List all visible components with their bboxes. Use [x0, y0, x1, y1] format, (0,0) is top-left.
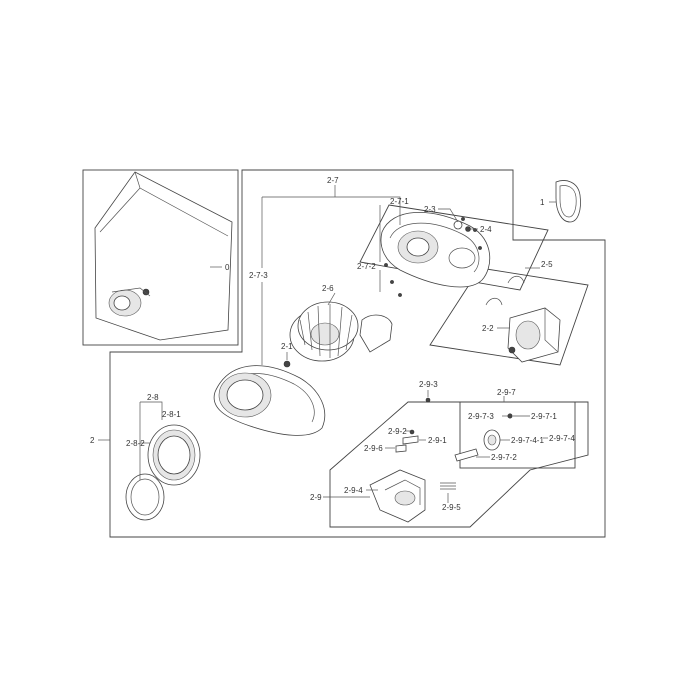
label-2-3: 2-3: [424, 205, 436, 214]
label-2-9-4: 2-9-4: [344, 486, 363, 495]
idler-pulley: [454, 413, 513, 462]
blower-housing: [213, 365, 326, 436]
label-2-1: 2-1: [281, 342, 293, 351]
label-2-4: 2-4: [480, 225, 492, 234]
label-2-9-3: 2-9-3: [419, 380, 438, 389]
main-assembly-frame: [109, 169, 606, 538]
label-2-9-2: 2-9-2: [388, 427, 407, 436]
label-2-9-1: 2-9-1: [428, 436, 447, 445]
label-2-8-2: 2-8-2: [126, 439, 145, 448]
label-2-9-5: 2-9-5: [442, 503, 461, 512]
label-2-9-7-2: 2-9-7-2: [491, 453, 517, 462]
duct-seal: [359, 314, 393, 353]
label-2-9: 2-9: [310, 493, 322, 502]
subframe-bracket: [329, 401, 589, 528]
label-2-7-3: 2-7-3: [249, 271, 268, 280]
label-2-7-1: 2-7-1: [390, 197, 409, 206]
tension-pulley-hardware: [453, 220, 471, 232]
label-2-6: 2-6: [322, 284, 334, 293]
label-2-9-6: 2-9-6: [364, 444, 383, 453]
felt-seal: [125, 473, 165, 521]
inset-frame-assembly: [82, 169, 239, 346]
drive-motor: [507, 307, 561, 363]
label-2-9-7-1: 2-9-7-1: [531, 412, 557, 421]
label-0: 0: [225, 263, 230, 272]
duct-housing: [380, 211, 491, 297]
label-2-7: 2-7: [327, 176, 339, 185]
label-2-5: 2-5: [541, 260, 553, 269]
idler-spring: [440, 482, 456, 490]
subframe-pulley-detail: [459, 401, 576, 469]
drive-belt: [555, 180, 581, 223]
front-bulkhead-ring: [147, 424, 201, 486]
blower-wheel: [289, 301, 359, 362]
subframe-motor: [429, 267, 589, 366]
label-2-9-7-4: 2-9-7-4: [549, 434, 575, 443]
label-2-9-7-4-1: 2-9-7-4-1: [511, 436, 544, 445]
label-2-7-2: 2-7-2: [357, 262, 376, 271]
label-2-9-7-3: 2-9-7-3: [468, 412, 494, 421]
subframe-duct-assembly: [359, 204, 549, 291]
dryer-cabinet-illustration: [94, 171, 233, 341]
bracket-screw: [425, 397, 431, 403]
label-1: 1: [540, 198, 545, 207]
label-2-2: 2-2: [482, 324, 494, 333]
label-2: 2: [90, 436, 95, 445]
motor-clips: [485, 275, 525, 306]
label-2-8: 2-8: [147, 393, 159, 402]
idler-bracket: [369, 469, 426, 523]
label-2-8-1: 2-8-1: [162, 410, 181, 419]
blower-nut: [283, 360, 291, 368]
idler-small-parts: [395, 429, 419, 453]
label-2-9-7: 2-9-7: [497, 388, 516, 397]
